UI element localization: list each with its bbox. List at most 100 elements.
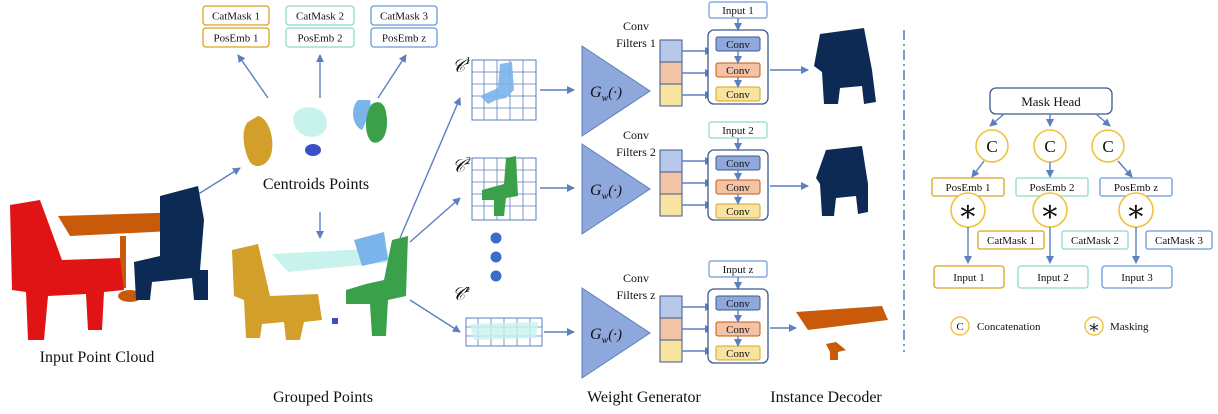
- output-instance-z-table: [796, 306, 888, 330]
- mh-input-1-label: Input 1: [953, 272, 984, 284]
- legend-concat-icon: [950, 316, 970, 336]
- arrow-input-to-centroids: [191, 167, 241, 199]
- mh-posemb-1-label: PosEmb 1: [946, 182, 991, 194]
- decoder-2-conv-c-label: Conv: [726, 206, 750, 218]
- posemb-2-box: [285, 27, 355, 48]
- arrow-grouped-to-c1: [399, 97, 461, 239]
- posemb-1-label: PosEmb 1: [214, 33, 259, 45]
- weight-generator-2: [581, 143, 651, 235]
- arrow-centroid-to-box1: [237, 54, 269, 99]
- mh-input-1-box: [933, 265, 1005, 289]
- c1-symbol: 𝒞1: [452, 55, 471, 76]
- row-2: 𝒞2 Gw(·) Conv Filters 2 Input 2 Conv Con…: [452, 121, 868, 235]
- filter-stack-1: [659, 39, 683, 107]
- filters-1-line1: Conv: [623, 19, 649, 33]
- arrow-mh-to-c1: [989, 113, 1005, 127]
- decoder-2-conv-a-label: Conv: [726, 158, 750, 170]
- legend-mask-icon: [1084, 316, 1104, 336]
- arrow-mh-to-c3: [1095, 113, 1111, 127]
- catmask-1-box: [202, 5, 270, 26]
- weight-generator-1: [581, 45, 651, 137]
- filter-stack-2: [659, 149, 683, 217]
- top-box-group-3: CatMask 3 PosEmb z: [370, 5, 438, 48]
- c2-grid: [471, 156, 537, 221]
- grouped-lightblue-chair: [354, 232, 388, 266]
- legend-mask-label: Masking: [1110, 321, 1149, 333]
- catmask-2-label: CatMask 2: [296, 11, 344, 23]
- cz-grid: [465, 317, 543, 347]
- catmask-3-label: CatMask 3: [380, 11, 428, 23]
- c1-grid: [471, 59, 537, 121]
- mh-catmask-3-label: CatMask 3: [1155, 235, 1203, 247]
- decoder-z-conv-c-label: Conv: [726, 348, 750, 360]
- grouped-green-chair: [346, 236, 408, 336]
- mask-head-title: Mask Head: [1021, 94, 1081, 109]
- concat-symbol-3: C: [1102, 137, 1113, 156]
- output-instance-z-base: [826, 342, 846, 360]
- ellipsis-dots: [490, 232, 502, 282]
- mh-input-3-box: [1101, 265, 1173, 289]
- cz-symbol: 𝒞z: [452, 283, 470, 304]
- concat-symbol-2: C: [1044, 137, 1055, 156]
- centroid-gold: [243, 116, 273, 166]
- output-instance-2: [816, 146, 868, 216]
- grouped-blue-dot: [332, 318, 338, 324]
- concat-circle-3: [1091, 129, 1125, 163]
- input-navy-chair: [134, 186, 208, 300]
- mh-catmask-1-label: CatMask 1: [987, 235, 1035, 247]
- arrow-c3-to-posz: [1117, 160, 1133, 178]
- centroid-blobs: [243, 100, 388, 166]
- input-red-chair: [10, 200, 124, 340]
- top-box-group-1: CatMask 1 PosEmb 1: [202, 5, 270, 48]
- mh-posemb-2-label: PosEmb 2: [1030, 182, 1075, 194]
- catmask-1-label: CatMask 1: [212, 11, 260, 23]
- centroid-green: [366, 102, 388, 143]
- input-point-cloud-scene: [10, 186, 208, 340]
- filters-1-line2: Filters 1: [616, 36, 656, 50]
- gz-label: Gw(·): [590, 326, 622, 346]
- weight-generator-z: [581, 287, 651, 379]
- input-z-label: Input z: [723, 264, 754, 276]
- mask-head-panel: Mask Head C C C PosEmb 1 PosEmb 2 PosEmb…: [931, 87, 1213, 337]
- centroid-lightblue: [353, 100, 371, 130]
- arrow-grouped-to-c2: [409, 197, 461, 243]
- grouped-points-label: Grouped Points: [273, 389, 373, 406]
- weight-generator-label: Weight Generator: [587, 389, 701, 406]
- decoder-z-conv-b-label: Conv: [726, 324, 750, 336]
- input-table: [58, 212, 192, 236]
- posemb-z-box: [370, 27, 438, 48]
- input-table-leg: [120, 236, 126, 288]
- mask-symbol-3: ∗: [1126, 195, 1146, 228]
- decoder-1-conv-b-label: Conv: [726, 65, 750, 77]
- posemb-2-label: PosEmb 2: [298, 33, 343, 45]
- mh-posemb-z-label: PosEmb z: [1114, 182, 1158, 194]
- concat-circle-1: [975, 129, 1009, 163]
- posemb-1-box: [202, 27, 270, 48]
- input-2-label: Input 2: [722, 125, 753, 137]
- decoder-z-conv-a-label: Conv: [726, 298, 750, 310]
- mh-input-2-box: [1017, 265, 1089, 289]
- centroid-blue-dot: [305, 144, 321, 156]
- grouped-points-scene: [232, 232, 408, 340]
- input-point-cloud-label: Input Point Cloud: [40, 349, 155, 366]
- mask-symbol-2: ∗: [1040, 195, 1060, 228]
- mh-catmask-1-box: [977, 230, 1045, 250]
- grouped-gold-chair: [232, 244, 322, 340]
- row-z: 𝒞z Gw(·) Conv Filters z Input z Conv Con…: [452, 260, 888, 379]
- mh-catmask-3-box: [1145, 230, 1213, 250]
- catmask-3-box: [370, 5, 438, 26]
- row-1: 𝒞1 Gw(·) Conv Filters 1 Input 1 Conv Con…: [452, 1, 876, 137]
- arrow-c1-to-pos1: [971, 160, 985, 178]
- arrow-grouped-to-cz: [409, 299, 461, 333]
- filters-2-line1: Conv: [623, 128, 649, 142]
- mh-catmask-2-label: CatMask 2: [1071, 235, 1119, 247]
- centroids-points-label: Centroids Points: [263, 176, 369, 193]
- posemb-z-label: PosEmb z: [382, 33, 426, 45]
- catmask-2-box: [285, 5, 355, 26]
- c2-symbol: 𝒞2: [452, 155, 471, 176]
- legend-concat-symbol: C: [956, 321, 963, 333]
- arrow-centroid-to-box3: [377, 54, 407, 99]
- mask-symbol-1: ∗: [958, 195, 978, 228]
- instance-decoder-label: Instance Decoder: [770, 389, 882, 406]
